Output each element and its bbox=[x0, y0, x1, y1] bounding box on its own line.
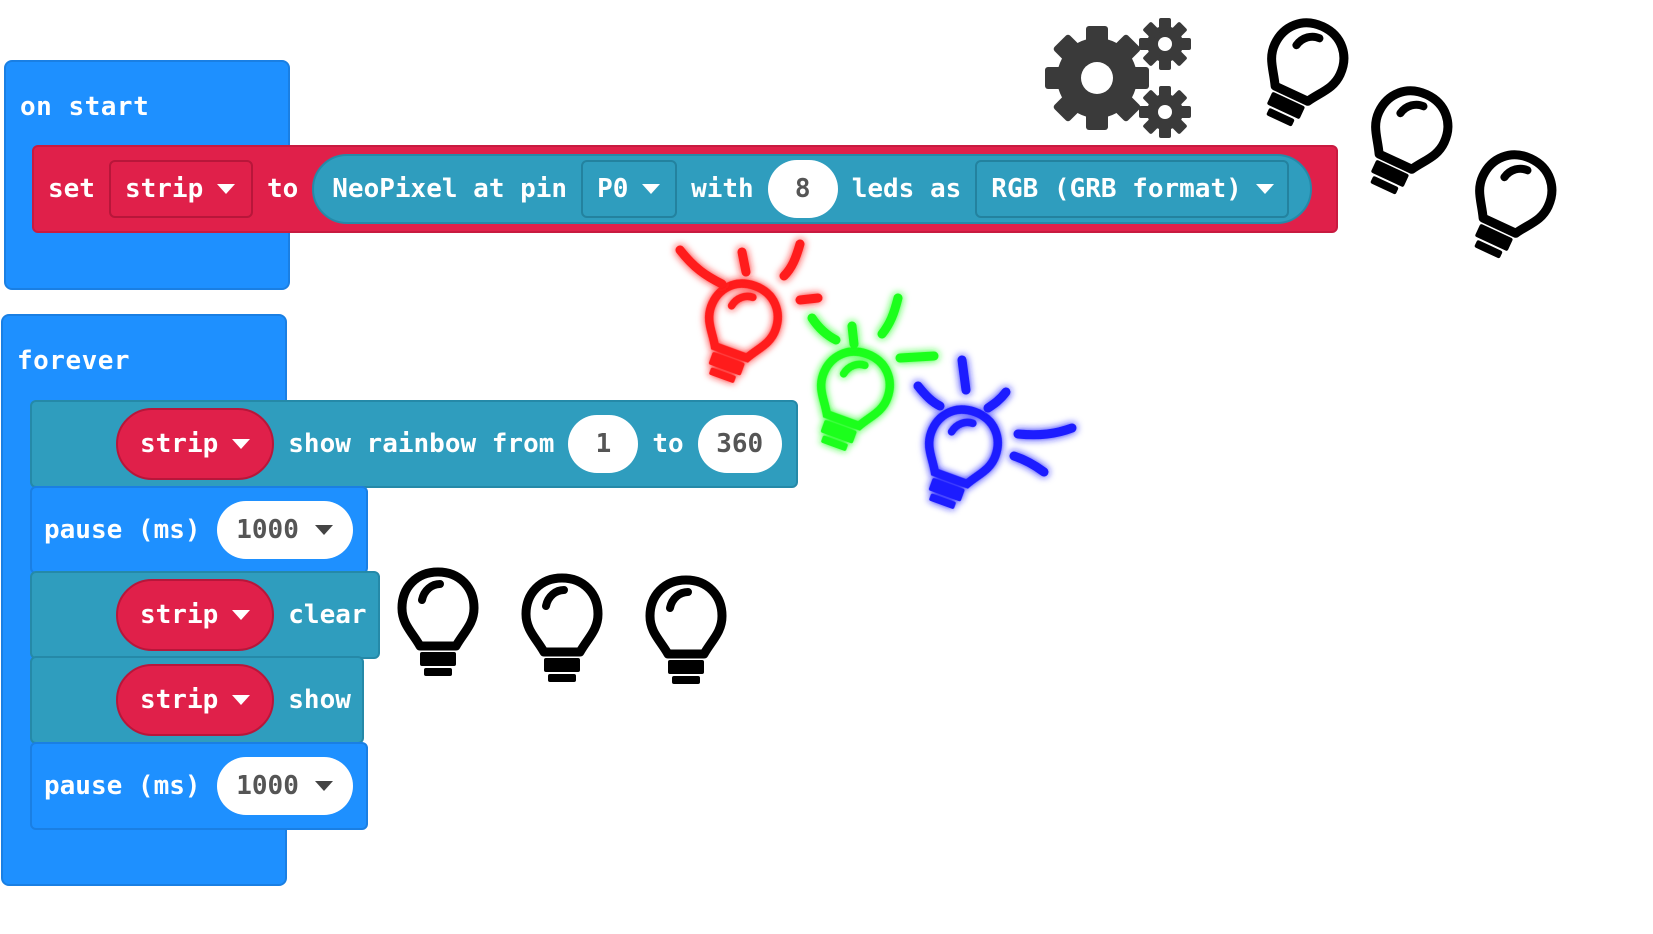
chevron-down-icon bbox=[232, 439, 251, 449]
strip-clear-block[interactable]: strip clear bbox=[30, 571, 380, 659]
leds-as-label: leds as bbox=[851, 174, 962, 204]
pause-duration-dropdown[interactable]: 1000 bbox=[216, 757, 353, 815]
pause-label: pause (ms) bbox=[44, 515, 201, 545]
lightbulb-icon bbox=[402, 572, 474, 676]
glowing-lightbulb-icon bbox=[704, 279, 782, 383]
lightbulb-icon bbox=[1246, 11, 1355, 136]
rainbow-to-label: to bbox=[652, 429, 684, 459]
glowing-lightbulb-icon bbox=[816, 347, 894, 451]
strip-show-block[interactable]: strip show bbox=[30, 656, 364, 744]
lightbulb-icon bbox=[526, 578, 598, 682]
strip-variable-label: strip bbox=[140, 429, 219, 459]
lightbulb-icon bbox=[650, 580, 722, 684]
show-rainbow-label: show rainbow from bbox=[288, 429, 555, 459]
pin-label: P0 bbox=[597, 174, 629, 204]
chevron-down-icon bbox=[642, 184, 661, 194]
chevron-down-icon bbox=[314, 781, 333, 791]
set-strip-block[interactable]: set strip to NeoPixel at pin P0 with 8 l… bbox=[32, 145, 1338, 233]
on-start-label: on start bbox=[20, 92, 150, 122]
strip-variable-label: strip bbox=[140, 600, 219, 630]
chevron-down-icon bbox=[314, 525, 333, 535]
pause-block-2[interactable]: pause (ms) 1000 bbox=[30, 742, 368, 830]
with-label: with bbox=[691, 174, 754, 204]
chevron-down-icon bbox=[232, 695, 251, 705]
led-count-input[interactable]: 8 bbox=[767, 160, 838, 218]
pause-duration-value: 1000 bbox=[236, 771, 299, 801]
rainbow-to-input[interactable]: 360 bbox=[697, 415, 782, 473]
light-rays-icon bbox=[807, 293, 939, 363]
neopixel-at-pin-label: NeoPixel at pin bbox=[332, 174, 568, 204]
pause-duration-value: 1000 bbox=[236, 515, 299, 545]
led-format-label: RGB (GRB format) bbox=[991, 174, 1242, 204]
chevron-down-icon bbox=[232, 610, 251, 620]
strip-variable-pill[interactable]: strip bbox=[116, 408, 275, 480]
chevron-down-icon bbox=[217, 184, 236, 194]
strip-variable-label: strip bbox=[124, 174, 204, 204]
pause-duration-dropdown[interactable]: 1000 bbox=[216, 501, 353, 559]
pause-label: pause (ms) bbox=[44, 771, 201, 801]
rainbow-from-input[interactable]: 1 bbox=[568, 415, 639, 473]
glowing-lightbulb-icon bbox=[924, 405, 1002, 509]
lightbulb-icon bbox=[1454, 143, 1563, 268]
strip-variable-label: strip bbox=[140, 685, 219, 715]
light-rays-icon bbox=[913, 355, 1077, 477]
strip-variable-pill[interactable]: strip bbox=[116, 664, 275, 736]
forever-label: forever bbox=[17, 346, 131, 376]
clear-label: clear bbox=[288, 600, 367, 630]
led-format-dropdown[interactable]: RGB (GRB format) bbox=[975, 160, 1290, 218]
pause-block-1[interactable]: pause (ms) 1000 bbox=[30, 486, 368, 574]
light-rays-icon bbox=[675, 239, 823, 305]
lightbulb-icon bbox=[1350, 79, 1459, 204]
set-label: set bbox=[48, 174, 95, 204]
show-label: show bbox=[288, 685, 351, 715]
gears-icon bbox=[1045, 18, 1191, 138]
strip-variable-dropdown[interactable]: strip bbox=[108, 160, 253, 218]
strip-variable-pill[interactable]: strip bbox=[116, 579, 275, 651]
neopixel-create-block[interactable]: NeoPixel at pin P0 with 8 leds as RGB (G… bbox=[312, 154, 1313, 224]
pin-dropdown[interactable]: P0 bbox=[581, 160, 678, 218]
show-rainbow-block[interactable]: strip show rainbow from 1 to 360 bbox=[30, 400, 798, 488]
to-label: to bbox=[266, 174, 299, 204]
chevron-down-icon bbox=[1255, 184, 1274, 194]
